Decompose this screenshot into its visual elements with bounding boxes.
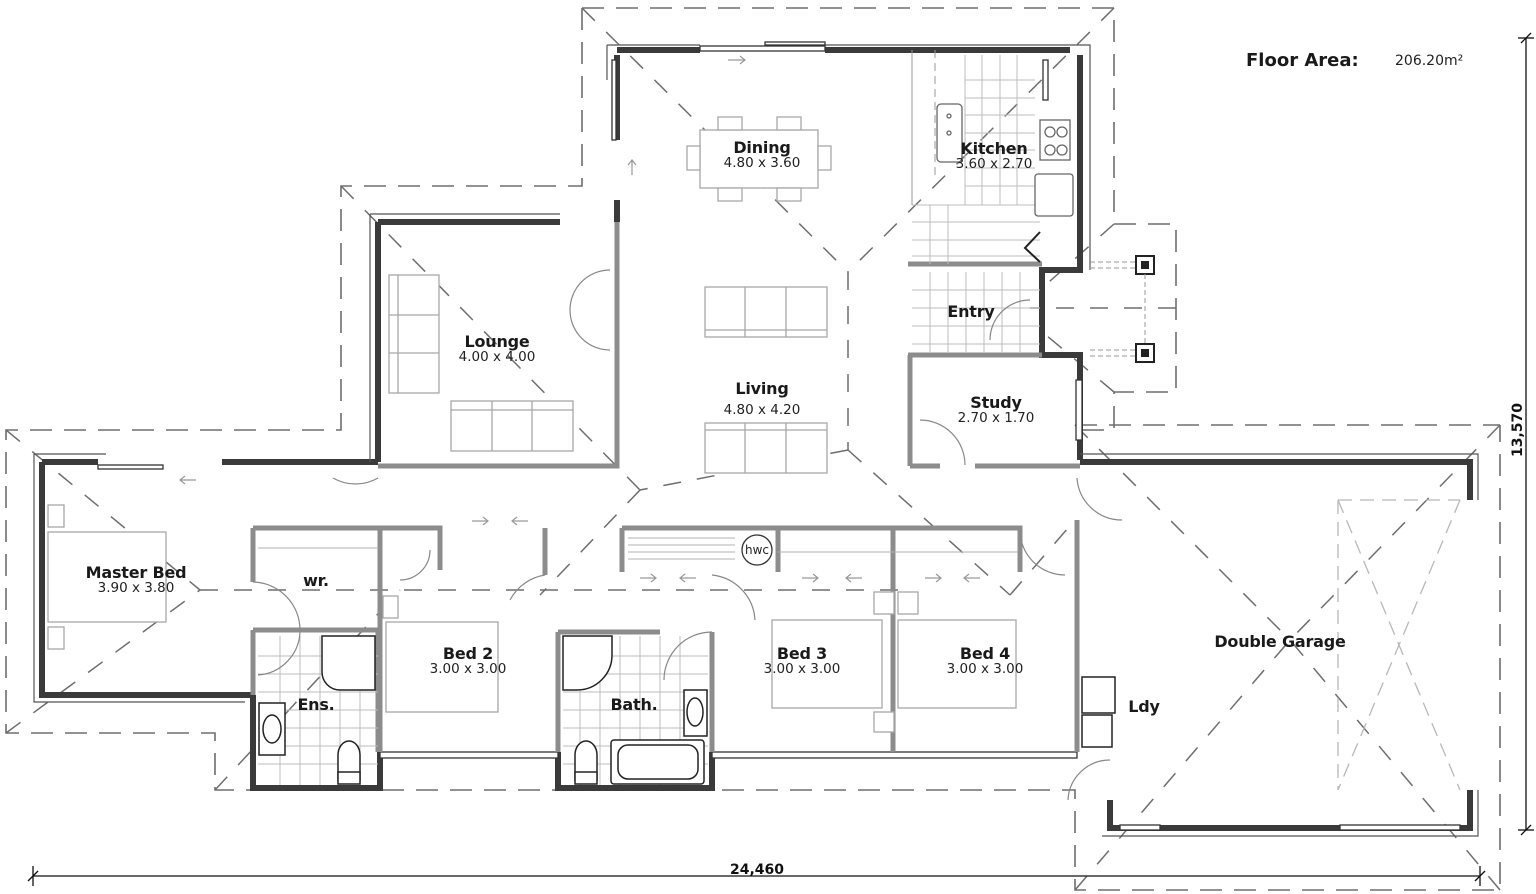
room-living: Living 4.80 x 4.20 (724, 380, 801, 418)
room-size: 2.70 x 1.70 (957, 410, 1035, 426)
room-size: 4.00 x 4.00 (458, 349, 536, 365)
room-name: Ens. (297, 695, 335, 714)
beds (47, 504, 1017, 733)
floor-area-label: Floor Area: (1246, 50, 1359, 71)
room-ensuite: Ens. (297, 696, 334, 713)
room-name: Living (735, 379, 789, 398)
room-study: Study 2.70 x 1.70 (958, 394, 1035, 426)
garage-door-outline (1337, 499, 1461, 791)
roof-outline (5, 7, 1501, 891)
overall-width-dimension: 24,460 (729, 862, 785, 878)
room-size: 3.00 x 3.00 (429, 661, 507, 677)
room-name: Dining (733, 138, 791, 157)
room-bed-4: Bed 4 3.00 x 3.00 (947, 645, 1024, 677)
room-bed-2: Bed 2 3.00 x 3.00 (430, 645, 507, 677)
overall-depth-dimension: 13,570 (1510, 402, 1526, 458)
room-bed-3: Bed 3 3.00 x 3.00 (764, 645, 841, 677)
room-name: Lounge (464, 332, 530, 351)
room-name: Master Bed (85, 563, 187, 582)
room-dining: Dining 4.80 x 3.60 (724, 139, 801, 171)
room-name: wr. (303, 571, 329, 590)
room-name: Bath. (610, 695, 658, 714)
room-name: Double Garage (1214, 632, 1346, 651)
floor-area-value: 206.20m² (1395, 53, 1464, 69)
room-kitchen: Kitchen 3.60 x 2.70 (956, 140, 1033, 172)
room-name: Entry (947, 302, 995, 321)
room-size: 3.60 x 2.70 (955, 156, 1033, 172)
room-name: Kitchen (960, 139, 1028, 158)
porch-posts (1090, 255, 1155, 363)
living-sofas (704, 286, 828, 474)
exterior-walls (39, 47, 1473, 831)
room-laundry: Ldy (1128, 697, 1160, 716)
room-entry: Entry (947, 303, 994, 320)
room-size: 4.80 x 4.20 (723, 402, 801, 418)
hot-water-cylinder (741, 534, 773, 566)
room-name: Ldy (1128, 697, 1160, 716)
room-name: Bed 4 (959, 644, 1011, 663)
room-lounge: Lounge 4.00 x 4.00 (459, 333, 536, 365)
room-wardrobe: wr. (303, 572, 329, 589)
slide-arrows (179, 55, 980, 583)
exterior-wall-cladding (33, 44, 1479, 837)
door-swings (252, 269, 1123, 801)
hwc-label: hwc (744, 543, 770, 557)
kitchen-fixtures (936, 103, 1074, 263)
room-master-bed: Master Bed 3.90 x 3.80 (86, 564, 187, 596)
room-bath: Bath. (610, 696, 657, 713)
wardrobe-shelves (258, 537, 1018, 560)
room-name: Bed 2 (442, 644, 494, 663)
dining-table (686, 116, 832, 202)
kitchen-tiles (911, 50, 1040, 352)
room-size: 3.00 x 3.00 (946, 661, 1024, 677)
room-name: Bed 3 (776, 644, 828, 663)
dimension-lines (27, 32, 1534, 886)
room-name: Study (970, 393, 1022, 412)
room-size: 4.80 x 3.60 (723, 155, 801, 171)
room-size: 3.00 x 3.00 (763, 661, 841, 677)
room-size: 3.90 x 3.80 (97, 580, 175, 596)
bathroom-fixtures (258, 635, 1116, 785)
lounge-sofas (388, 274, 574, 452)
room-double-garage: Double Garage (1214, 632, 1346, 651)
interior-walls (250, 222, 1080, 752)
